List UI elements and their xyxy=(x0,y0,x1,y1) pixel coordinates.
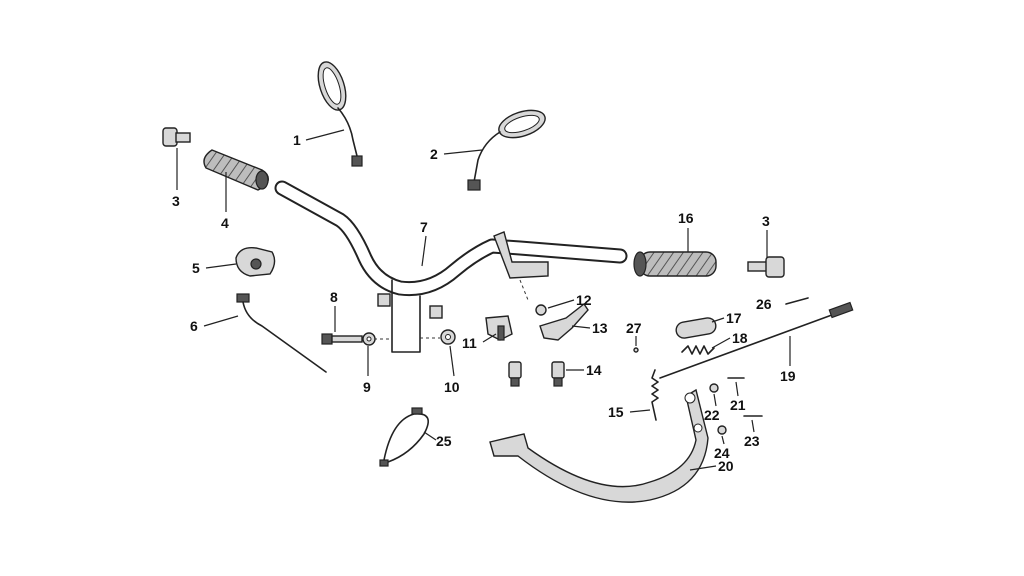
callout-16: 16 xyxy=(678,210,694,226)
callout-8: 8 xyxy=(330,289,338,305)
callout-18: 18 xyxy=(732,330,748,346)
washer-9 xyxy=(362,332,376,346)
cable-loop xyxy=(379,407,430,467)
callout-5: 5 xyxy=(192,260,200,276)
callout-labels: 1 2 3 4 5 6 7 8 9 10 11 12 13 14 15 16 3… xyxy=(172,132,796,474)
callout-9: 9 xyxy=(363,379,371,395)
clip-22 xyxy=(709,383,719,393)
callout-24: 24 xyxy=(714,445,730,461)
spring-15 xyxy=(651,369,659,421)
bolt-8 xyxy=(321,333,392,345)
washer-12 xyxy=(535,304,547,316)
nut-10 xyxy=(420,329,456,345)
callout-27: 27 xyxy=(626,320,642,336)
switch-housing xyxy=(235,247,276,277)
callout-25: 25 xyxy=(436,433,452,449)
clamp-11 xyxy=(485,315,513,341)
callout-19: 19 xyxy=(780,368,796,384)
callout-21: 21 xyxy=(730,397,746,413)
callout-20: 20 xyxy=(718,458,734,474)
callout-7: 7 xyxy=(420,219,428,235)
callout-11: 11 xyxy=(462,335,477,351)
callout-26: 26 xyxy=(756,296,772,312)
bolt-14 xyxy=(508,361,565,387)
callout-23: 23 xyxy=(744,433,760,449)
callout-10: 10 xyxy=(444,379,460,395)
handlebar xyxy=(274,180,628,353)
left-bar-end xyxy=(162,127,191,147)
brake-rod xyxy=(659,301,854,379)
callout-1: 1 xyxy=(293,132,301,148)
leader-lines xyxy=(176,129,791,471)
bracket-13 xyxy=(539,302,589,341)
right-grip xyxy=(633,251,717,277)
callout-3-right: 3 xyxy=(762,213,770,229)
right-mirror xyxy=(467,109,546,191)
clip-24 xyxy=(717,425,727,435)
callout-4: 4 xyxy=(221,215,229,231)
right-bar-end xyxy=(747,256,785,278)
callout-3-left: 3 xyxy=(172,193,180,209)
callout-2: 2 xyxy=(430,146,438,162)
roller-17 xyxy=(675,317,717,339)
spring-18 xyxy=(681,345,715,355)
pin-26 xyxy=(785,297,809,305)
pin-27 xyxy=(633,347,639,353)
callout-22: 22 xyxy=(704,407,720,423)
callout-13: 13 xyxy=(592,320,608,336)
callout-12: 12 xyxy=(576,292,592,308)
callout-14: 14 xyxy=(586,362,602,378)
callout-6: 6 xyxy=(190,318,198,334)
throttle-cable xyxy=(236,293,327,373)
callout-17: 17 xyxy=(726,310,742,326)
left-grip xyxy=(203,149,269,191)
left-mirror xyxy=(317,61,363,167)
callout-15: 15 xyxy=(608,404,624,420)
pedal-arm xyxy=(489,388,709,503)
